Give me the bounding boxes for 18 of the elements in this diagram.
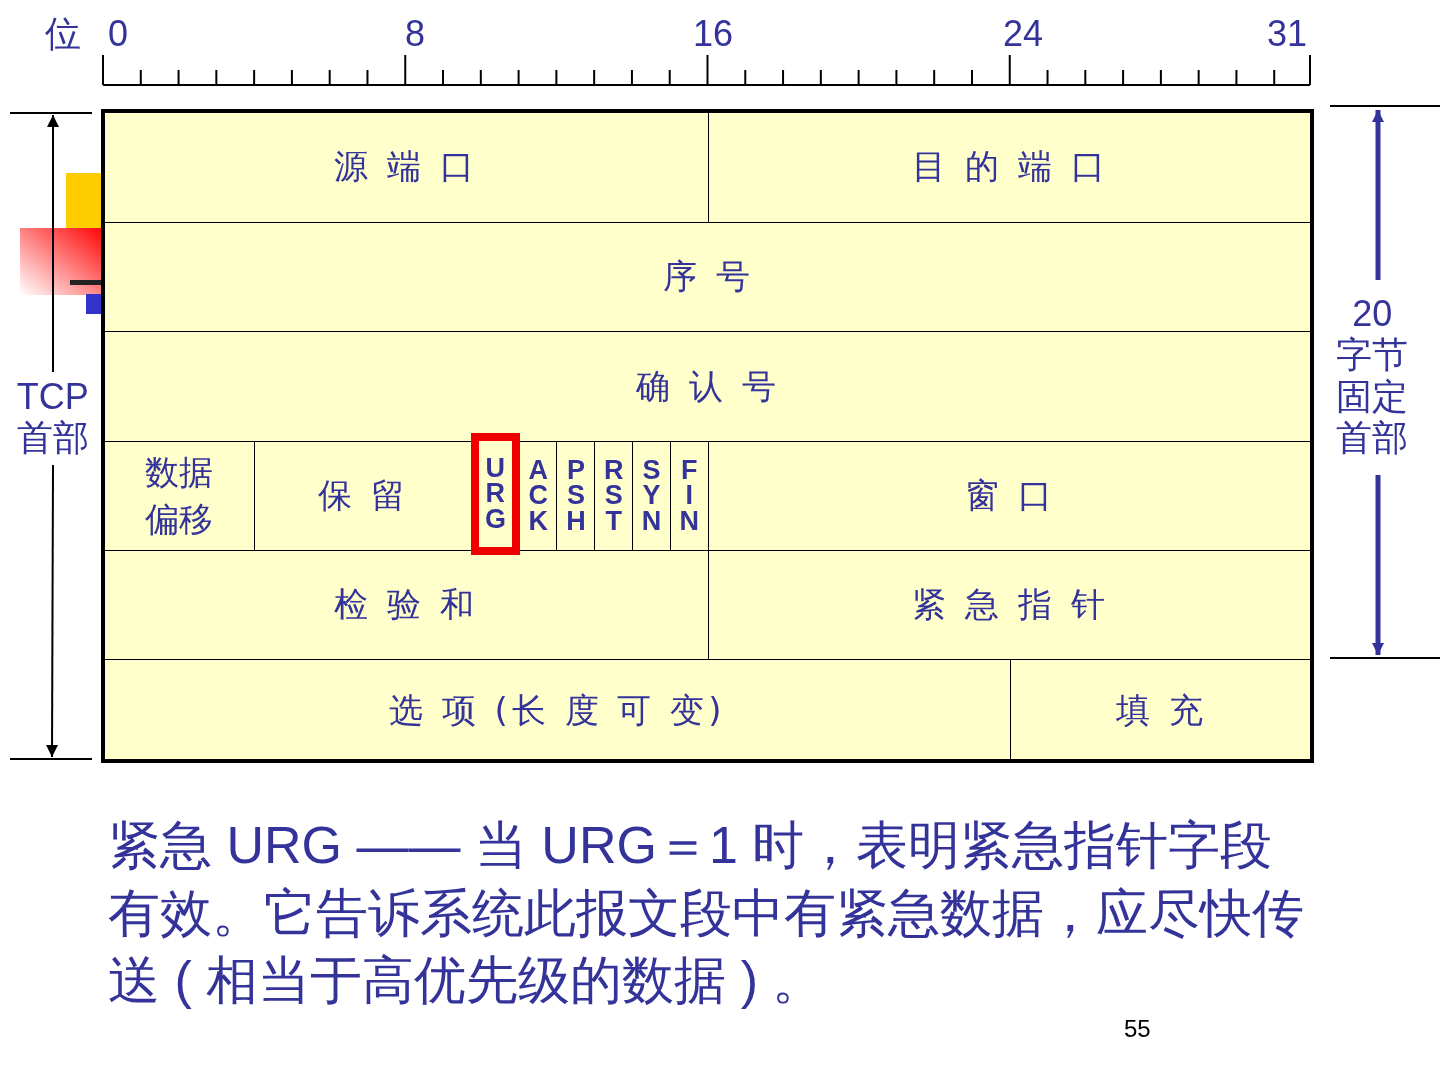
flag-cell: FIN <box>669 441 709 552</box>
field-cell: 保 留 <box>254 441 473 552</box>
flag-cell: ACK <box>518 441 558 552</box>
tick-label: 24 <box>1003 14 1044 54</box>
flag-cell: URG <box>470 433 520 555</box>
field-cell: 数据偏移 <box>103 441 256 552</box>
flag-cell: SYN <box>631 441 672 552</box>
page-number: 55 <box>1124 1016 1151 1043</box>
tick-label: 8 <box>405 14 426 54</box>
tick-label: 31 <box>1267 14 1308 54</box>
tick-label: 16 <box>693 14 734 54</box>
field-cell: 源 端 口 <box>103 111 709 224</box>
tick-label: 0 <box>108 14 129 54</box>
description-text: 紧急 URG —— 当 URG＝1 时，表明紧急指针字段有效。它告诉系统此报文段中有紧急数据，应尽快传送 ( 相当于高优先级的数据 ) 。 <box>108 815 1305 1012</box>
field-cell: 检 验 和 <box>103 550 709 661</box>
flag-cell: RST <box>594 441 634 552</box>
axis-title: 位 <box>45 14 81 54</box>
flag-cell: PSH <box>556 441 596 552</box>
